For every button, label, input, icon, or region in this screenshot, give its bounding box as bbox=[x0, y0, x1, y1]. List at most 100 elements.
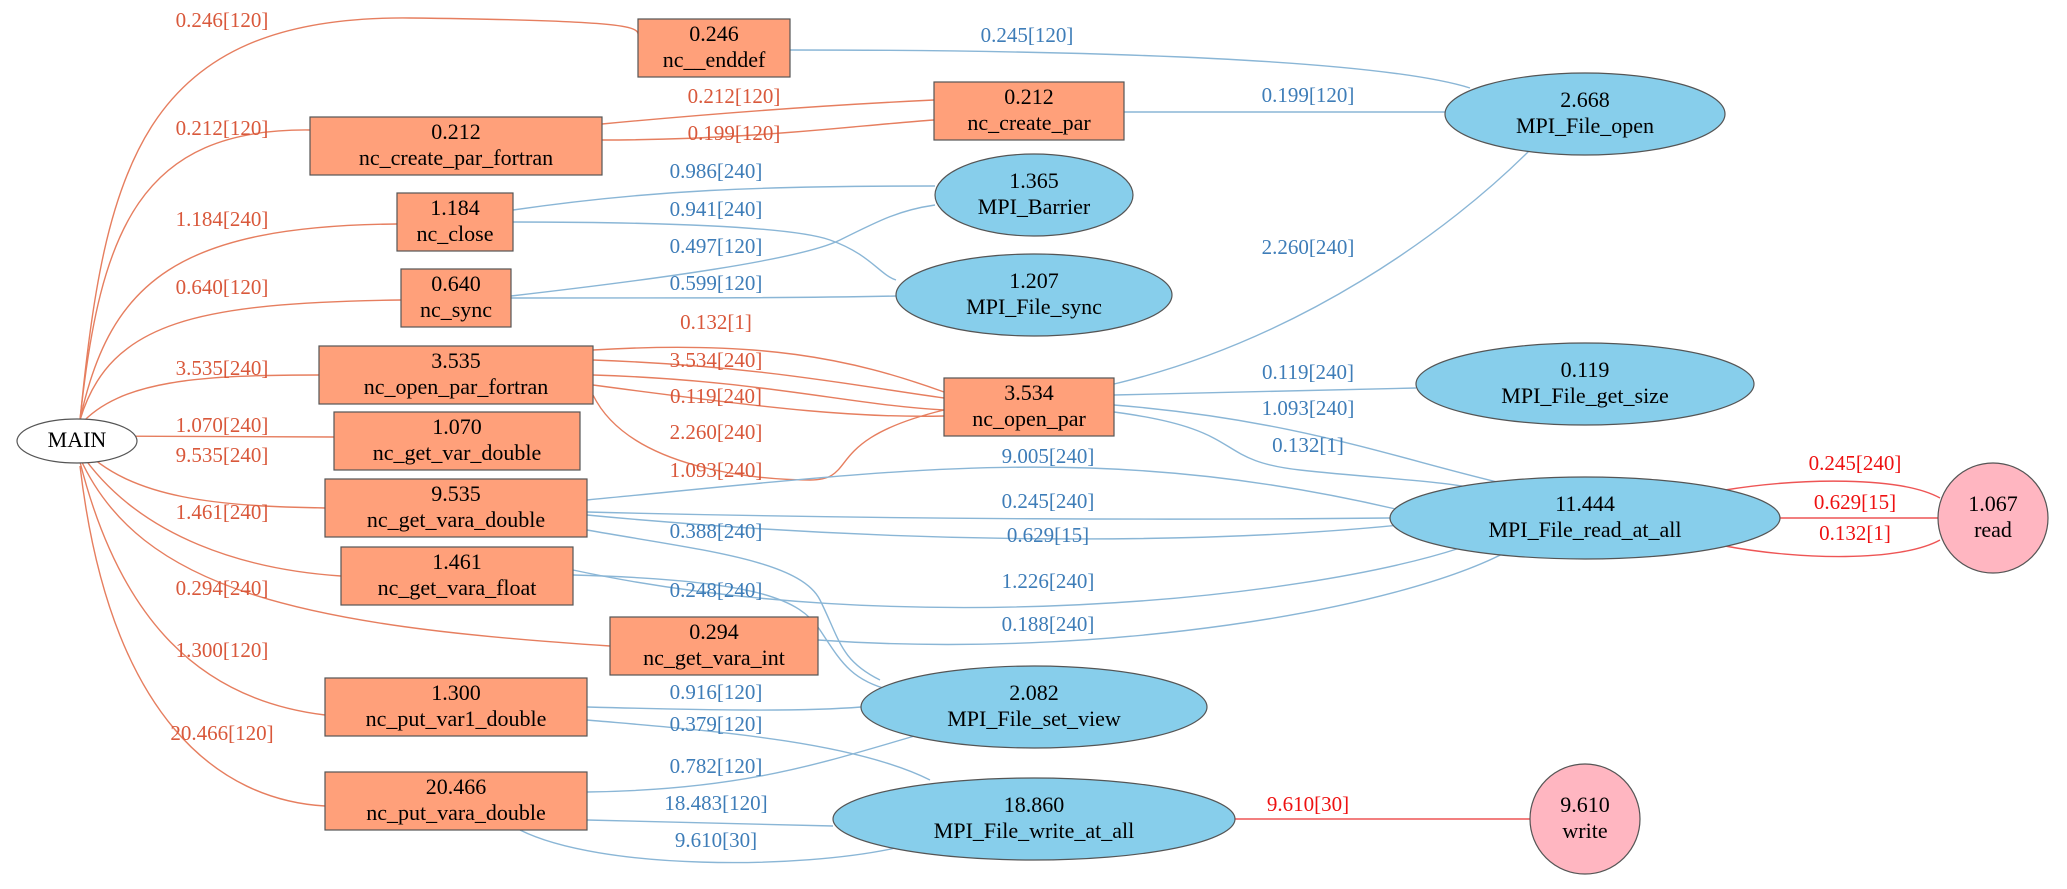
node-name: nc_open_par_fortran bbox=[364, 374, 548, 399]
edge-label: 0.245[240] bbox=[1809, 451, 1902, 475]
node-ellipse bbox=[1415, 342, 1755, 426]
edge-label: 0.248[240] bbox=[670, 578, 763, 602]
node-box bbox=[637, 18, 791, 78]
edge-label: 0.119[240] bbox=[1262, 360, 1354, 384]
node-name: MPI_File_write_at_all bbox=[934, 818, 1134, 843]
node-value: 1.070 bbox=[432, 414, 482, 439]
node-value: 0.212 bbox=[1004, 84, 1054, 109]
node-value: 20.466 bbox=[426, 774, 487, 799]
edge-label: 0.782[120] bbox=[670, 754, 763, 778]
node-name: nc_open_par bbox=[972, 406, 1086, 431]
node-value: 0.212 bbox=[431, 119, 481, 144]
edge-MPI_File_read_at_all-to-read bbox=[1724, 480, 1941, 499]
edge-label: 9.005[240] bbox=[1002, 444, 1095, 468]
edge-MAIN-to-nc_put_vara_double bbox=[79, 465, 326, 807]
node-box bbox=[396, 192, 514, 252]
node-value: 2.668 bbox=[1560, 87, 1610, 112]
edge-label: 0.132[1] bbox=[1819, 521, 1891, 545]
edge-nc_get_vara_float-to-MPI_File_read_at_all bbox=[572, 547, 1461, 609]
edge-MAIN-to-nc_get_vara_int bbox=[79, 457, 611, 647]
edge-label: 0.629[15] bbox=[1007, 523, 1089, 547]
node-name: nc_create_par bbox=[967, 110, 1091, 135]
node-value: 2.082 bbox=[1009, 680, 1059, 705]
node-value: 1.067 bbox=[1968, 491, 2018, 516]
edge-nc_open_par-to-MPI_File_open bbox=[1113, 149, 1531, 385]
node-value: 1.207 bbox=[1009, 268, 1059, 293]
edge-MAIN-to-nc_put_var1_double bbox=[79, 461, 326, 716]
node-value: 11.444 bbox=[1555, 491, 1615, 516]
node-ellipse bbox=[16, 418, 138, 464]
edge-MAIN-to-nc_create_par_fortran bbox=[79, 129, 311, 421]
node-name: nc_put_vara_double bbox=[366, 800, 546, 825]
node-box bbox=[933, 81, 1125, 141]
edge-label: 0.132[1] bbox=[680, 310, 752, 334]
node-name: MPI_Barrier bbox=[978, 194, 1091, 219]
node-ellipse bbox=[832, 777, 1236, 861]
node-box bbox=[324, 478, 588, 538]
edge-nc_put_vara_double-to-MPI_File_set_view bbox=[586, 732, 926, 793]
node-name: MPI_File_get_size bbox=[1501, 383, 1668, 408]
edge-nc_get_vara_double-to-MPI_File_read_at_all bbox=[586, 514, 1401, 540]
edge-MAIN-to-nc_close bbox=[79, 223, 398, 421]
edge-label: 2.260[240] bbox=[1262, 235, 1355, 259]
node-value: 3.534 bbox=[1004, 380, 1054, 405]
node-value: 1.365 bbox=[1009, 168, 1059, 193]
node-ellipse bbox=[934, 153, 1134, 237]
edge-label: 0.212[120] bbox=[176, 116, 269, 140]
edge-label: 0.640[120] bbox=[176, 275, 269, 299]
edge-nc_sync-to-MPI_Barrier bbox=[510, 204, 936, 297]
edge-label: 9.610[30] bbox=[675, 828, 757, 852]
node-name: nc_get_vara_int bbox=[643, 645, 785, 670]
edge-label: 1.184[240] bbox=[176, 207, 269, 231]
node-value: 3.535 bbox=[431, 348, 481, 373]
node-value: 1.461 bbox=[432, 549, 482, 574]
edge-nc__enddef-to-MPI_File_open bbox=[789, 49, 1471, 89]
edge-label: 0.245[120] bbox=[981, 23, 1074, 47]
edge-label: 2.260[240] bbox=[670, 420, 763, 444]
edge-nc_sync-to-MPI_File_sync bbox=[510, 295, 897, 299]
edge-nc_put_var1_double-to-MPI_File_set_view bbox=[586, 706, 862, 711]
edge-label: 0.294[240] bbox=[176, 576, 269, 600]
edge-nc_close-to-MPI_Barrier bbox=[512, 185, 936, 211]
node-box bbox=[340, 546, 574, 606]
edge-label: 9.535[240] bbox=[176, 443, 269, 467]
edge-MAIN-to-nc_sync bbox=[79, 299, 402, 421]
edge-label: 0.986[240] bbox=[670, 159, 763, 183]
node-value: 1.300 bbox=[431, 680, 481, 705]
node-box bbox=[333, 411, 581, 471]
edge-nc_put_var1_double-to-MPI_File_write_at_all bbox=[586, 719, 931, 781]
edge-label: 1.093[240] bbox=[1262, 396, 1355, 420]
edge-MAIN-to-nc_get_vara_float bbox=[79, 451, 342, 577]
edge-nc_open_par_fortran-to-nc_open_par bbox=[592, 359, 945, 399]
node-ellipse bbox=[860, 665, 1208, 749]
node-name: nc__enddef bbox=[663, 47, 766, 72]
edge-nc_put_vara_double-to-MPI_File_write_at_all bbox=[586, 819, 834, 827]
node-name: read bbox=[1974, 517, 2012, 542]
edge-label: 0.199[120] bbox=[688, 121, 781, 145]
node-name: nc_get_var_double bbox=[373, 440, 542, 465]
edge-nc_open_par-to-MPI_File_get_size bbox=[1113, 387, 1417, 396]
edge-MAIN-to-nc_get_vara_double bbox=[79, 445, 326, 509]
edge-nc_close-to-MPI_File_sync bbox=[512, 221, 897, 281]
node-name: MPI_File_sync bbox=[966, 294, 1102, 319]
node-name: MPI_File_open bbox=[1516, 113, 1654, 138]
edge-MPI_File_read_at_all-to-read bbox=[1724, 539, 1941, 558]
edge-nc_open_par-to-MPI_File_read_at_all bbox=[1113, 404, 1511, 486]
node-ellipse bbox=[1444, 72, 1726, 156]
edge-nc_get_vara_double-to-MPI_File_set_view bbox=[586, 529, 881, 681]
node-value: 0.246 bbox=[689, 21, 739, 46]
edge-MAIN-to-nc__enddef bbox=[79, 17, 641, 421]
node-name: nc_create_par_fortran bbox=[359, 145, 553, 170]
edge-label: 20.466[120] bbox=[170, 721, 273, 745]
edge-nc_get_vara_double-to-MPI_File_read_at_all bbox=[586, 511, 1391, 520]
